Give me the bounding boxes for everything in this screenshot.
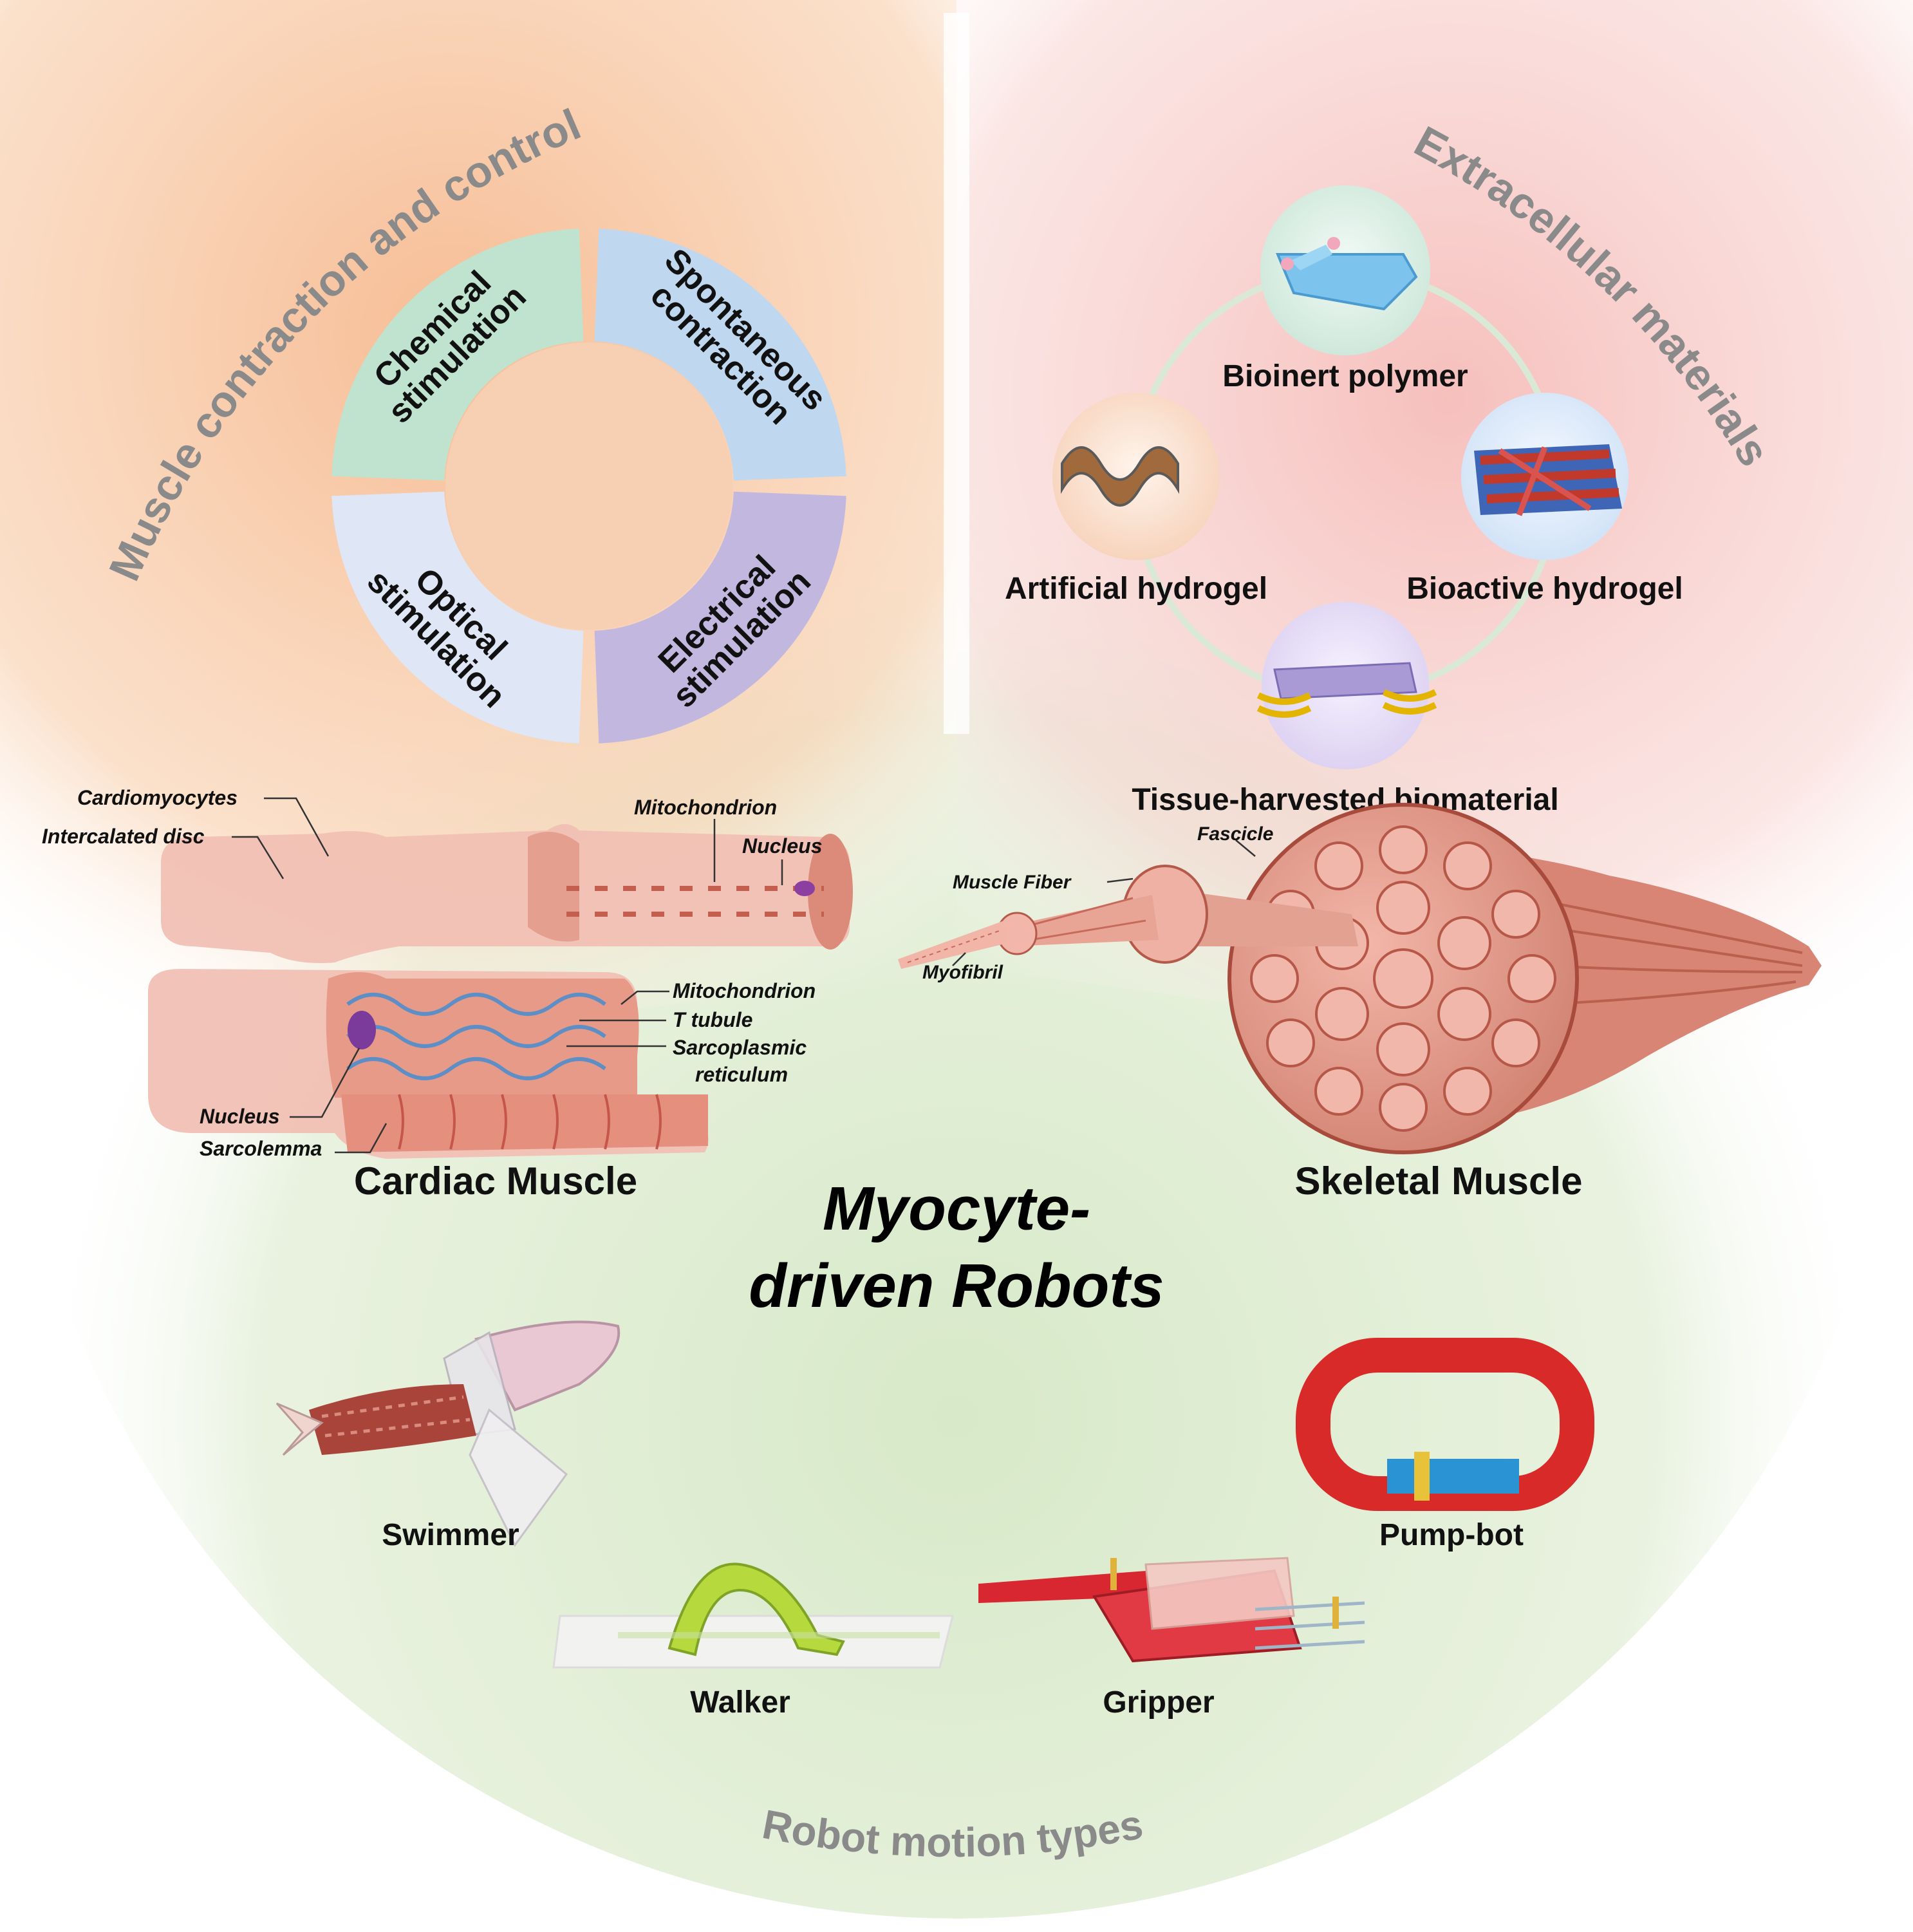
walker-label: Walker	[690, 1685, 790, 1720]
center-title-line1: Myocyte-	[823, 1174, 1090, 1243]
cardiac-muscle-title: Cardiac Muscle	[354, 1159, 637, 1203]
cardiac-muscle-illustration	[148, 797, 853, 1159]
myofibril-label: Myofibril	[922, 962, 1003, 983]
sarcoplasmic-label-line2: reticulum	[695, 1063, 788, 1086]
cardiomyocytes-label: Cardiomyocytes	[77, 786, 238, 809]
fascicle-cross-section	[1379, 825, 1428, 874]
fascicle-cross-section	[1315, 987, 1369, 1041]
ring-segment-optical	[331, 491, 584, 744]
fascicle-cross-section	[1437, 987, 1491, 1041]
fascicle-cross-section	[1507, 954, 1556, 1003]
ring-center	[445, 342, 733, 630]
bioinert-polymer-bubble	[1260, 185, 1430, 355]
artificial-hydrogel-label: Artificial hydrogel	[1005, 572, 1267, 606]
materials-cluster: Bioinert polymer Artificial hydrogel Bio…	[1005, 185, 1683, 817]
fascicle-cross-section	[1314, 841, 1363, 890]
fascicle-cross-section	[1491, 890, 1540, 939]
ring-segment-spontaneous	[594, 229, 846, 481]
gripper-label: Gripper	[1103, 1685, 1214, 1720]
pump-bot-label: Pump-bot	[1379, 1518, 1524, 1552]
pump-bot-illustration	[1296, 1338, 1594, 1511]
tissue-harvested-bubble	[1256, 602, 1437, 769]
sarcolemma-label: Sarcolemma	[200, 1137, 322, 1160]
mitochondrion-label: Mitochondrion	[673, 979, 816, 1002]
fascicle-cross-section	[1437, 916, 1491, 970]
bioinert-polymer-label: Bioinert polymer	[1222, 359, 1468, 393]
fascicle-cross-section	[1379, 1083, 1428, 1132]
t-tubule-label: T tubule	[673, 1008, 752, 1031]
gripper-illustration	[978, 1557, 1365, 1663]
skeletal-muscle-title: Skeletal Muscle	[1295, 1159, 1583, 1203]
bioactive-hydrogel-bubble	[1461, 393, 1628, 560]
intercalated-disc-label: Intercalated disc	[42, 825, 205, 848]
ring-segment-chemical	[331, 229, 584, 481]
fascicle-cross-section	[1373, 948, 1433, 1009]
nucleus-label: Nucleus	[200, 1105, 279, 1128]
walker-illustration	[552, 1562, 954, 1669]
swimmer-illustration	[275, 1320, 621, 1547]
bioactive-hydrogel-label: Bioactive hydrogel	[1406, 572, 1683, 606]
sarcoplasmic-label-line1: Sarcoplasmic	[673, 1036, 807, 1059]
artificial-hydrogel-bubble	[1052, 393, 1220, 560]
fascicle-cross-section	[1376, 1022, 1430, 1076]
fascicle-cross-section	[1314, 1067, 1363, 1116]
fascicle-cross-section	[1266, 1018, 1315, 1067]
fascicle-cross-section	[1491, 1018, 1540, 1067]
mitochondrion-top-label: Mitochondrion	[634, 796, 777, 819]
tissue-harvested-label: Tissue-harvested biomaterial	[1132, 783, 1558, 817]
fascicle-cross-section	[1376, 881, 1430, 935]
nucleus-top-label: Nucleus	[742, 834, 822, 858]
fascicle-cross-section	[1250, 954, 1299, 1003]
ring-segment-electrical	[594, 491, 846, 744]
fascicle-cross-section	[1443, 1067, 1492, 1116]
center-title-line2: driven Robots	[749, 1252, 1164, 1320]
swimmer-label: Swimmer	[382, 1518, 519, 1552]
muscle-fiber-label: Muscle Fiber	[953, 872, 1072, 893]
fascicle-label: Fascicle	[1197, 823, 1273, 845]
skeletal-muscle-illustration	[898, 803, 1822, 1154]
fascicle-cross-section	[1443, 841, 1492, 890]
